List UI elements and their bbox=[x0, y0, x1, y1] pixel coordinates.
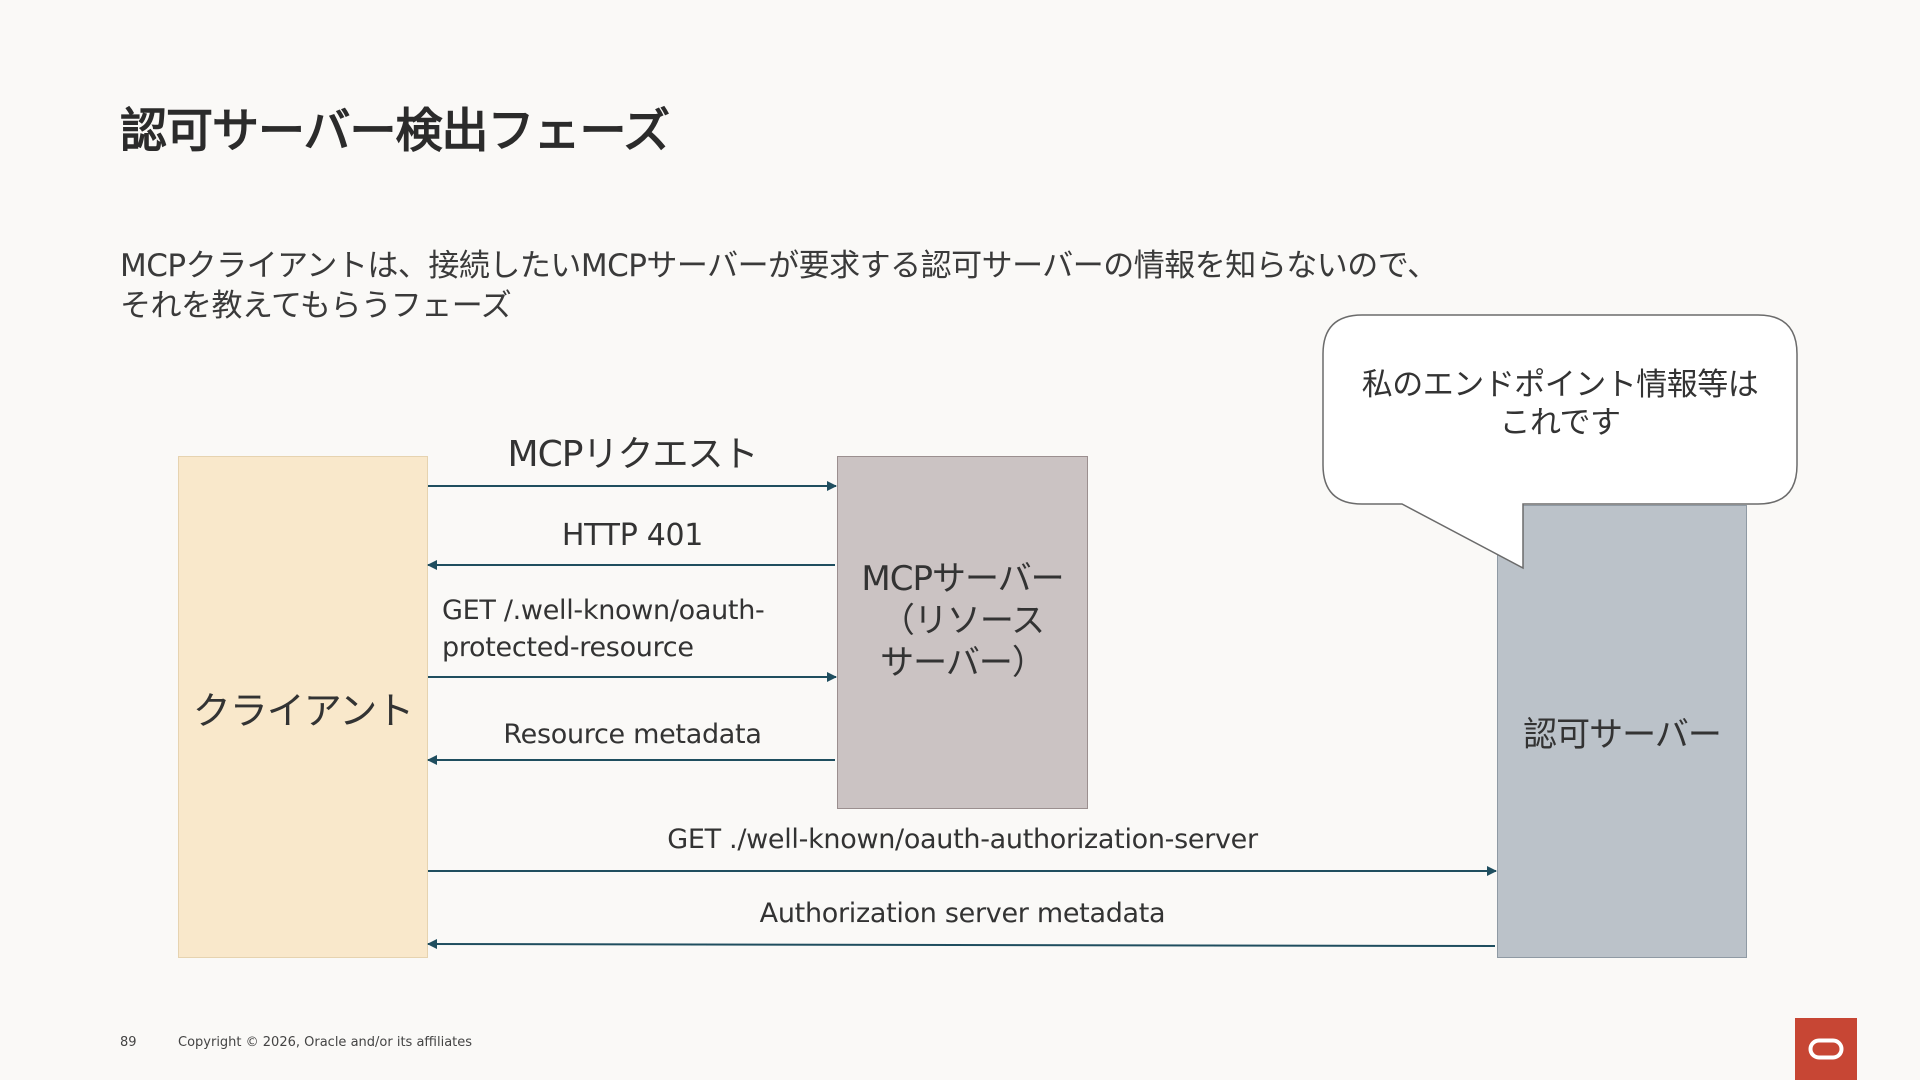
mcp-server-label-line-2: （リソース bbox=[880, 600, 1045, 641]
callout-text: 私のエンドポイント情報等は これです bbox=[1322, 366, 1798, 442]
speech-bubble-callout: 私のエンドポイント情報等は これです bbox=[1322, 314, 1798, 570]
arrow-authorization-server-metadata bbox=[427, 939, 1496, 950]
description-line-1: MCPクライアントは、接続したいMCPサーバーが要求する認可サーバーの情報を知ら… bbox=[120, 248, 1438, 284]
message-get-protected-resource-line-2: protected-resource bbox=[442, 632, 694, 663]
copyright-text: Copyright © 2026, Oracle and/or its affi… bbox=[178, 1035, 473, 1050]
callout-line-2: これです bbox=[1499, 405, 1621, 441]
authorization-server-label: 認可サーバー bbox=[1523, 715, 1722, 755]
slide-description: MCPクライアントは、接続したいMCPサーバーが要求する認可サーバーの情報を知ら… bbox=[120, 246, 1570, 326]
mcp-server-box: MCPサーバー （リソース サーバー） bbox=[837, 456, 1088, 809]
oracle-logo bbox=[1795, 1018, 1857, 1080]
oracle-logo-icon bbox=[1808, 1038, 1844, 1060]
callout-line-1: 私のエンドポイント情報等は bbox=[1361, 367, 1759, 403]
client-label: クライアント bbox=[192, 688, 414, 733]
message-authorization-server-metadata: Authorization server metadata bbox=[759, 898, 1166, 929]
message-get-protected-resource-line-1: GET /.well-known/oauth- bbox=[442, 595, 765, 626]
mcp-server-label-line-1: MCPサーバー bbox=[861, 558, 1064, 599]
message-resource-metadata: Resource metadata bbox=[503, 719, 762, 750]
speech-bubble-shape bbox=[1322, 314, 1798, 570]
message-http-401: HTTP 401 bbox=[561, 518, 704, 553]
mcp-server-label-line-3: サーバー） bbox=[880, 642, 1046, 683]
message-get-authorization-server: GET ./well-known/oauth-authorization-ser… bbox=[667, 824, 1258, 855]
slide-title: 認可サーバー検出フェーズ bbox=[120, 104, 670, 159]
authorization-server-box: 認可サーバー bbox=[1497, 505, 1747, 958]
description-line-2: それを教えてもらうフェーズ bbox=[120, 288, 512, 324]
message-mcp-request: MCPリクエスト bbox=[507, 434, 759, 475]
message-get-protected-resource: GET /.well-known/oauth- protected-resour… bbox=[442, 592, 765, 666]
page-number: 89 bbox=[120, 1035, 137, 1050]
client-box: クライアント bbox=[178, 456, 428, 958]
